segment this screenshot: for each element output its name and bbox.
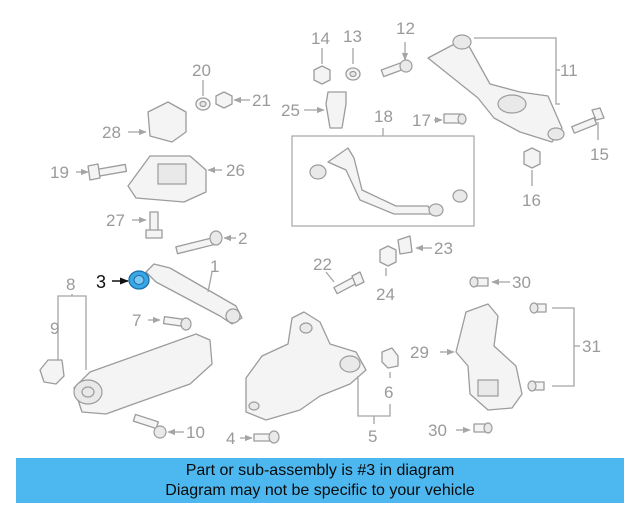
bolt-7 [162,315,192,331]
callout-1: 1 [210,257,219,276]
nut-24 [379,245,397,267]
callout-28: 28 [102,123,121,142]
callout-25: 25 [281,101,300,120]
upper-arm-18 [291,135,475,227]
callout-17: 17 [412,111,431,130]
bushing-3-highlighted [128,270,150,290]
callout-5: 5 [368,427,377,446]
caption-line-2: Diagram may not be specific to your vehi… [165,481,475,499]
callout-29: 29 [410,343,429,362]
mount-26 [127,155,207,203]
knuckle-5 [245,311,367,421]
link-arm-1 [145,263,243,325]
callout-9: 9 [50,319,59,338]
bolt-10 [132,413,167,439]
callout-30-top: 30 [512,273,531,292]
callout-18: 18 [374,107,393,126]
callout-19: 19 [50,163,69,182]
callout-16: 16 [522,191,541,210]
bolt-27 [145,211,163,239]
bolt-30-bottom [473,422,493,434]
cover-28 [147,101,187,143]
cap-9 [39,359,65,385]
nut-21 [215,91,233,109]
callout-4: 4 [226,429,235,448]
bracket-25 [325,91,347,129]
callout-23: 23 [434,239,453,258]
callout-31: 31 [582,337,601,356]
bushing-6 [381,347,399,369]
callout-27: 27 [106,211,125,230]
caption-banner: Part or sub-assembly is #3 in diagram Di… [16,458,624,503]
callout-15: 15 [590,145,609,164]
control-arm-11 [427,34,565,143]
hub-carrier-29 [455,303,523,411]
callout-10: 10 [186,423,205,442]
callout-12: 12 [396,19,415,38]
callout-11: 11 [560,61,578,80]
callout-3: 3 [96,272,106,292]
bolt-19 [87,163,128,181]
bolt-31-lower [527,380,545,392]
bolt-31-upper [529,302,547,314]
callout-26: 26 [226,161,245,180]
nut-14 [313,65,331,85]
callout-22: 22 [313,255,332,274]
callout-14: 14 [311,29,330,48]
bracket-23 [397,235,413,255]
callout-2: 2 [238,229,247,248]
bolt-4 [253,430,280,444]
caption-line-1: Part or sub-assembly is #3 in diagram [185,461,455,479]
bolt-17 [443,113,467,125]
callout-30-bottom: 30 [428,421,447,440]
bolt-22 [333,271,365,295]
trailing-arm-8 [73,333,213,415]
callout-6: 6 [384,383,393,402]
parts-diagram: 11 12 13 14 25 18 17 15 16 [39,19,609,448]
callout-7: 7 [132,311,141,330]
callout-21: 21 [252,91,271,110]
callout-24: 24 [376,285,395,304]
bolt-12 [380,59,413,78]
callout-20: 20 [192,61,211,80]
nut-16 [523,147,541,169]
callout-13: 13 [343,27,362,46]
bolt-15 [571,107,605,134]
bolt-2 [175,230,223,255]
callout-8: 8 [66,275,75,294]
bolt-30-top [469,276,489,288]
